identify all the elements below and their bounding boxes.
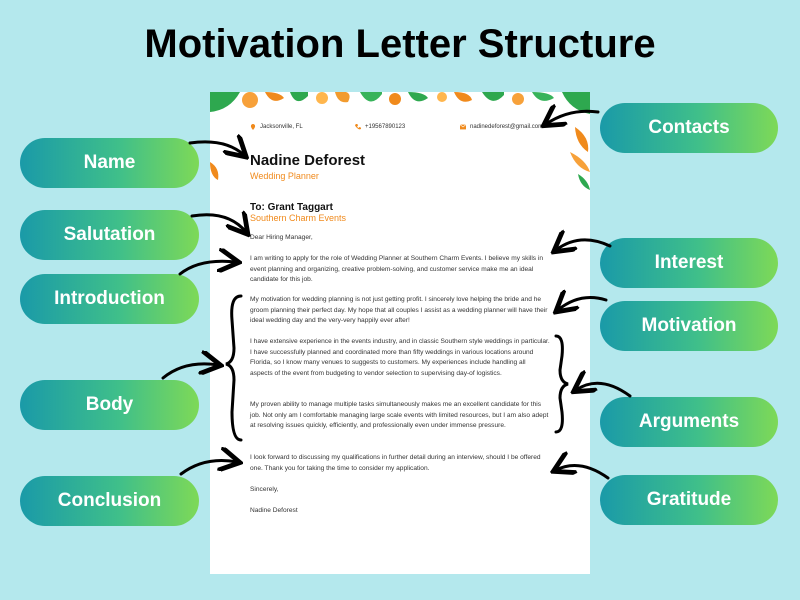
label-body: Body [20,380,199,430]
sender-name: Nadine Deforest [250,152,366,169]
paragraph-experience: I have extensive experience in the event… [250,338,550,377]
label-gratitude: Gratitude [600,475,778,525]
page-title: Motivation Letter Structure [144,22,656,66]
signature: Nadine Deforest [250,507,298,514]
letter-page: Jacksonville, FL +19567890123 nadinedefo… [210,92,590,574]
contact-email-text: nadinedeforest@gmail.com [470,124,544,130]
contact-location-text: Jacksonville, FL [260,124,303,130]
label-conclusion: Conclusion [20,476,199,526]
paragraph-abilities: My proven ability to manage multiple tas… [250,401,549,429]
floral-decoration [210,92,590,190]
contact-phone-text: +19567890123 [365,124,406,130]
salutation-text: Dear Hiring Manager, [250,234,313,241]
closing: Sincerely, [250,486,279,493]
paragraph-conclusion: I look forward to discussing my qualific… [250,454,541,472]
label-interest: Interest [600,238,778,288]
label-salutation: Salutation [20,210,199,260]
sender-role: Wedding Planner [250,171,319,181]
paragraph-motivation: My motivation for wedding planning is no… [250,296,548,324]
recipient: To: Grant Taggart [250,202,333,213]
recipient-company: Southern Charm Events [250,213,347,223]
contact-phone: +19567890123 [355,124,405,130]
email-icon [460,124,466,130]
phone-icon [355,124,361,130]
label-introduction: Introduction [20,274,199,324]
contact-location: Jacksonville, FL [250,124,303,130]
label-arguments: Arguments [600,397,778,447]
label-motivation: Motivation [600,301,778,351]
label-contacts: Contacts [600,103,778,153]
paragraph-intro: I am writing to apply for the role of We… [250,255,544,283]
contact-email: nadinedeforest@gmail.com [460,124,543,130]
location-icon [250,124,256,130]
label-name: Name [20,138,199,188]
